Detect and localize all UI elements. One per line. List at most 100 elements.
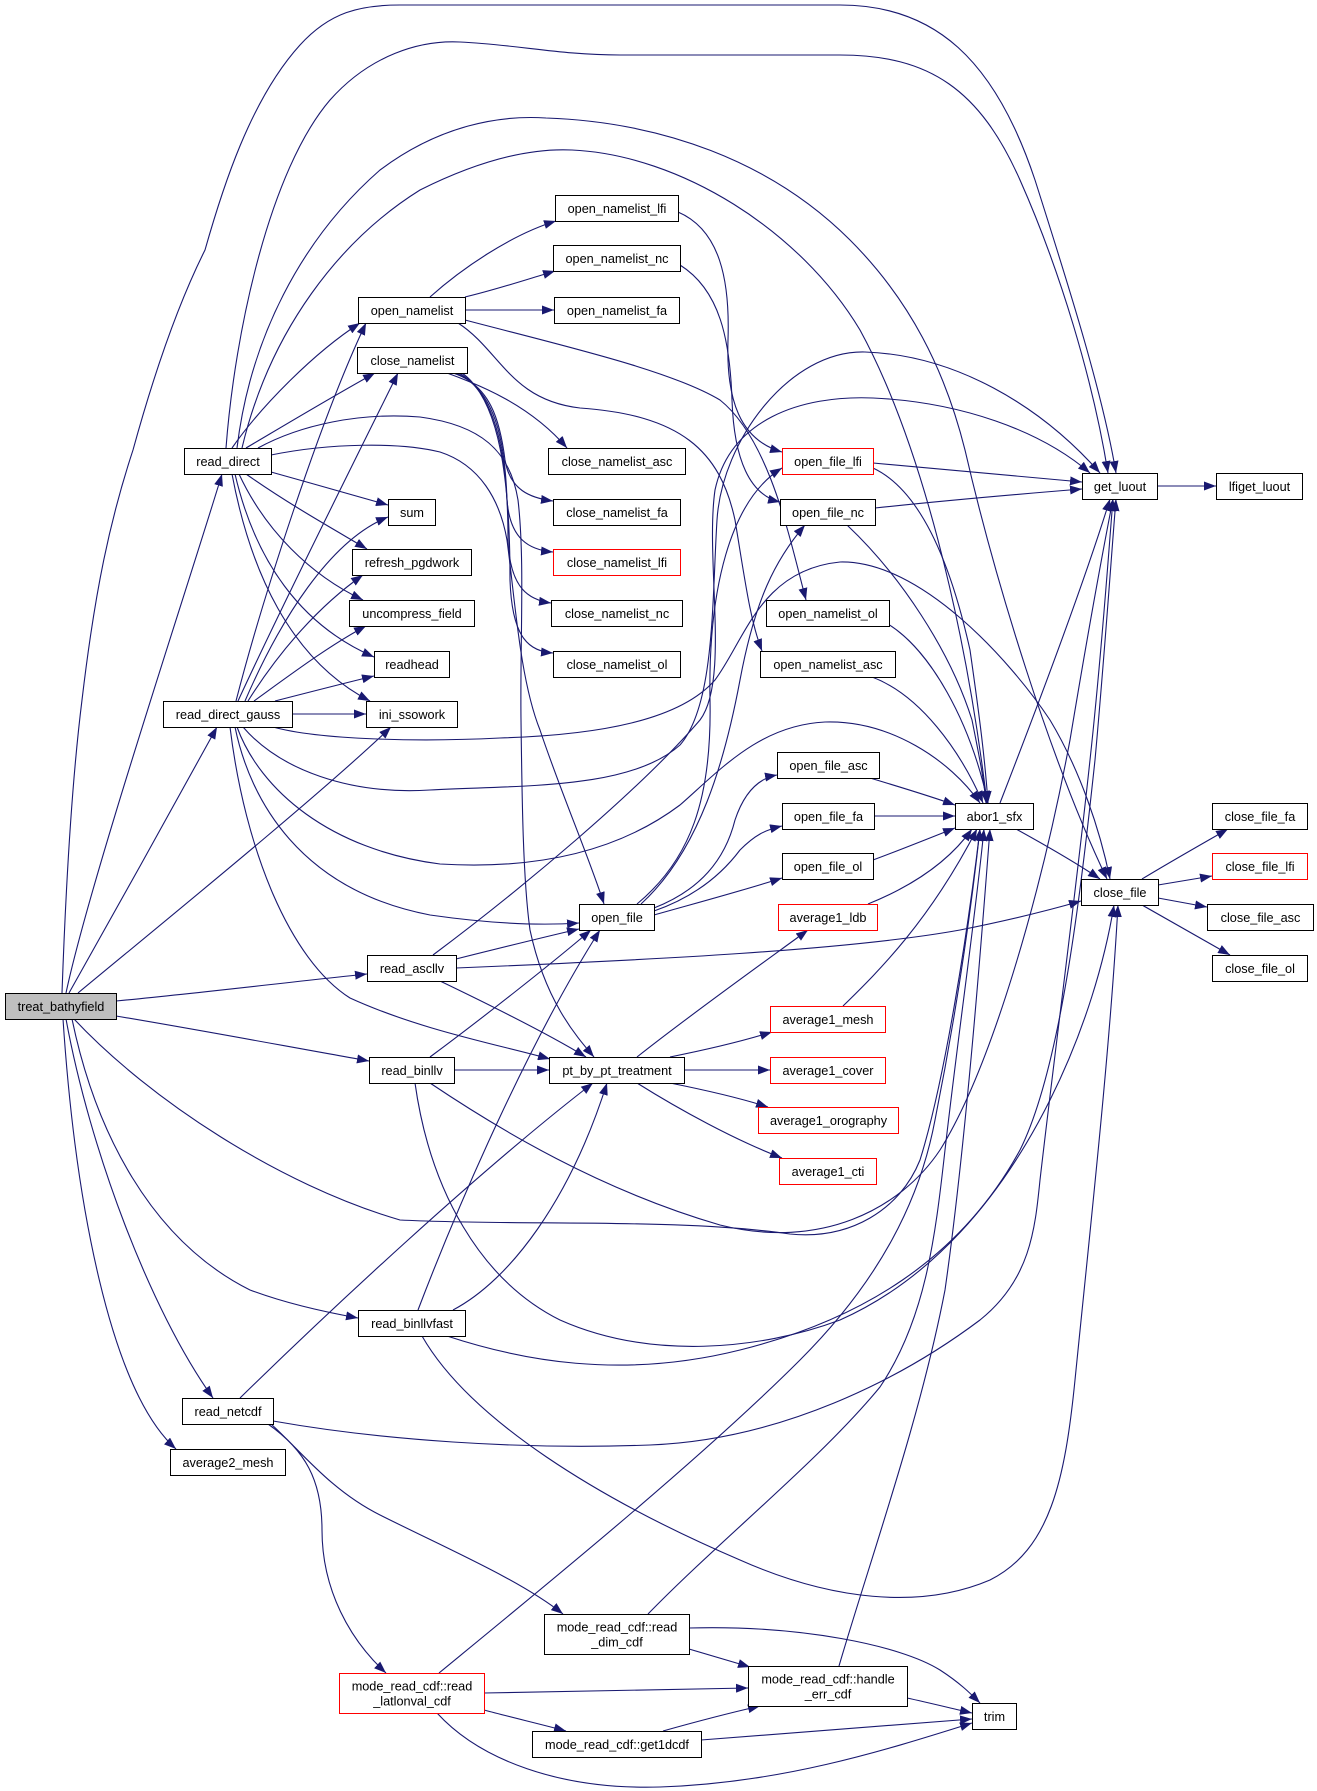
node-open-namelist-asc[interactable]: open_namelist_asc (759, 650, 897, 679)
node-pt-by-pt-treatment[interactable]: pt_by_pt_treatment (548, 1056, 686, 1085)
edge-mode-read-cdf-read-latlonval-cdf-to-trim (436, 1712, 973, 1788)
node-read-direct-gauss[interactable]: read_direct_gauss (162, 700, 294, 729)
node-label: open_file (591, 911, 643, 925)
node-open-file-nc[interactable]: open_file_nc (779, 498, 877, 527)
node-close-file-lfi[interactable]: close_file_lfi (1211, 852, 1309, 881)
edge-treat-bathyfield-to-read-binllv (115, 1015, 370, 1064)
node-open-namelist-fa[interactable]: open_namelist_fa (553, 296, 681, 325)
edge-read-direct-to-open-namelist (231, 322, 361, 449)
node-refresh-pgdwork[interactable]: refresh_pgdwork (351, 548, 473, 577)
node-label: read_binllv (381, 1064, 443, 1078)
node-mode-read-cdf-read-dim-cdf[interactable]: mode_read_cdf::read_dim_cdf (543, 1613, 691, 1656)
node-label: mode_read_cdf::read (557, 1620, 678, 1634)
edge-pt-by-pt-treatment-to-average1-cti (636, 1082, 783, 1159)
edge-open-namelist-ol-to-abor1-sfx (887, 623, 990, 804)
edge-open-namelist-lfi-to-open-file-lfi (677, 211, 783, 454)
edge-mode-read-cdf-get1dcdf-to-mode-read-cdf-handle-err-cdf (662, 1704, 761, 1732)
node-label: open_file_nc (792, 506, 865, 520)
node-sum[interactable]: sum (387, 498, 437, 527)
edge-treat-bathyfield-to-read-binllvfast (71, 1018, 359, 1321)
node-ini-ssowork[interactable]: ini_ssowork (365, 700, 459, 729)
node-open-file-fa[interactable]: open_file_fa (781, 802, 876, 831)
node-average1-cti[interactable]: average1_cti (778, 1157, 878, 1186)
node-uncompress-field[interactable]: uncompress_field (348, 599, 476, 628)
node-box (181, 1397, 275, 1426)
node-label: refresh_pgdwork (365, 556, 460, 570)
node-open-file[interactable]: open_file (578, 903, 656, 932)
node-box (183, 447, 273, 476)
edge-open-namelist-asc-to-abor1-sfx (871, 676, 984, 804)
node-average2-mesh[interactable]: average2_mesh (169, 1448, 287, 1477)
node-read-ascllv[interactable]: read_ascllv (366, 954, 458, 983)
node-open-namelist-lfi[interactable]: open_namelist_lfi (554, 194, 680, 223)
node-open-namelist-nc[interactable]: open_namelist_nc (552, 244, 682, 273)
edge-read-direct-to-open-file (270, 444, 605, 905)
node-mode-read-cdf-get1dcdf[interactable]: mode_read_cdf::get1dcdf (531, 1730, 703, 1759)
node-readhead[interactable]: readhead (373, 650, 451, 679)
node-mode-read-cdf-read-latlonval-cdf[interactable]: mode_read_cdf::read_latlonval_cdf (338, 1672, 486, 1715)
edge-read-direct-to-sum (270, 471, 389, 506)
node-read-direct[interactable]: read_direct (183, 447, 273, 476)
node-get-luout[interactable]: get_luout (1081, 472, 1159, 501)
node-close-namelist-asc[interactable]: close_namelist_asc (547, 447, 687, 476)
node-label: open_namelist_asc (773, 658, 883, 672)
edge-read-netcdf-to-mode-read-cdf-read-dim-cdf (270, 1423, 564, 1615)
edge-read-binllv-to-close-file (414, 904, 1117, 1347)
node-label: ini_ssowork (379, 708, 446, 722)
node-average1-cover[interactable]: average1_cover (769, 1056, 887, 1085)
node-open-file-ol[interactable]: open_file_ol (781, 852, 875, 881)
edge-treat-bathyfield-to-average2-mesh (62, 1018, 177, 1450)
edge-read-ascllv-to-pt-by-pt-treatment (439, 980, 587, 1058)
edge-mode-read-cdf-read-latlonval-cdf-to-mode-read-cdf-get1dcdf (483, 1709, 567, 1733)
node-label: _latlonval_cdf (372, 1694, 451, 1708)
node-read-netcdf[interactable]: read_netcdf (181, 1397, 275, 1426)
node-label: _err_cdf (804, 1687, 852, 1701)
node-mode-read-cdf-handle-err-cdf[interactable]: mode_read_cdf::handle_err_cdf (747, 1665, 909, 1708)
node-label: read_direct (196, 455, 260, 469)
edge-close-namelist-to-close-namelist-ol (461, 372, 554, 657)
edge-read-direct-to-abor1-sfx (241, 149, 991, 804)
node-box (954, 802, 1035, 831)
node-label: read_ascllv (380, 962, 445, 976)
node-open-namelist-ol[interactable]: open_namelist_ol (765, 599, 891, 628)
node-label: open_namelist_lfi (568, 202, 667, 216)
edge-treat-bathyfield-to-read-direct (65, 473, 223, 994)
node-label: read_binllvfast (371, 1317, 453, 1331)
node-label: close_file (1094, 886, 1147, 900)
edge-average1-mesh-to-abor1-sfx (842, 828, 978, 1007)
node-close-file-ol[interactable]: close_file_ol (1211, 954, 1309, 983)
node-average1-ldb[interactable]: average1_ldb (777, 903, 879, 932)
node-read-binllvfast[interactable]: read_binllvfast (357, 1309, 467, 1338)
node-box (348, 599, 476, 628)
node-average1-orography[interactable]: average1_orography (757, 1106, 900, 1135)
node-open-namelist[interactable]: open_namelist (357, 296, 467, 325)
node-open-file-lfi[interactable]: open_file_lfi (781, 447, 875, 476)
node-label: close_namelist_ol (567, 658, 668, 672)
node-open-file-asc[interactable]: open_file_asc (776, 751, 881, 780)
node-close-namelist-nc[interactable]: close_namelist_nc (550, 599, 684, 628)
node-trim[interactable]: trim (971, 1702, 1018, 1731)
node-close-namelist-fa[interactable]: close_namelist_fa (552, 498, 682, 527)
node-abor1-sfx[interactable]: abor1_sfx (954, 802, 1035, 831)
edge-read-direct-gauss-to-open-file (234, 726, 580, 929)
node-close-file[interactable]: close_file (1080, 878, 1160, 907)
node-box (552, 244, 682, 273)
edge-read-direct-to-get-luout (225, 41, 1111, 474)
edge-read-ascllv-to-close-file (455, 900, 1082, 969)
node-close-namelist[interactable]: close_namelist (356, 346, 469, 375)
edge-read-binllvfast-to-open-file (417, 929, 601, 1311)
node-close-namelist-ol[interactable]: close_namelist_ol (552, 650, 682, 679)
node-close-namelist-lfi[interactable]: close_namelist_lfi (552, 548, 682, 577)
node-average1-mesh[interactable]: average1_mesh (769, 1005, 887, 1034)
edge-close-file-to-close-file-fa (1141, 828, 1229, 880)
node-lfiget-luout[interactable]: lfiget_luout (1215, 472, 1304, 501)
node-box (338, 1672, 486, 1715)
node-label: treat_bathyfield (18, 1000, 105, 1014)
node-treat-bathyfield: treat_bathyfield (4, 992, 118, 1021)
node-box (548, 1056, 686, 1085)
node-label: _dim_cdf (590, 1635, 643, 1649)
node-close-file-asc[interactable]: close_file_asc (1206, 903, 1315, 932)
edge-read-direct-to-close-namelist (245, 372, 376, 449)
node-read-binllv[interactable]: read_binllv (368, 1056, 456, 1085)
node-close-file-fa[interactable]: close_file_fa (1211, 802, 1309, 831)
